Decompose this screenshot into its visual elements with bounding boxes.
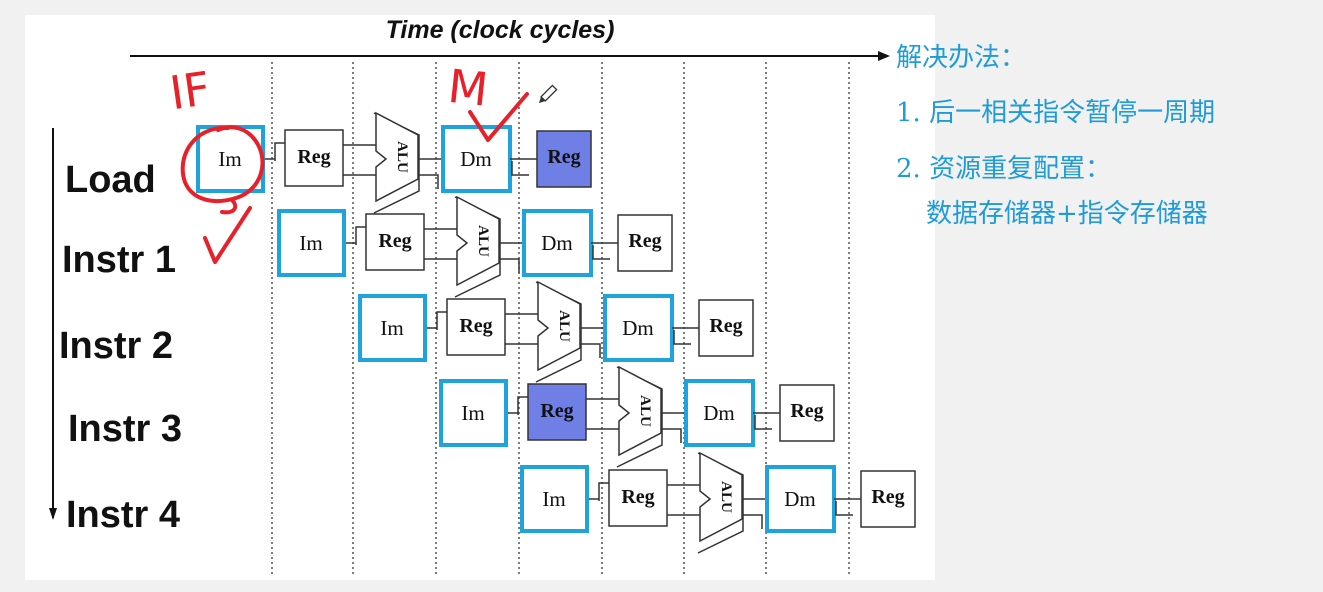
instruction-order-axis bbox=[49, 128, 57, 520]
stage-wb: Reg bbox=[672, 299, 754, 357]
red-check-dm bbox=[468, 92, 529, 142]
stage-alu-label: ALU bbox=[394, 141, 410, 173]
instruction-label-instr-4: Instr 4 bbox=[66, 494, 180, 536]
stage-alu-label: ALU bbox=[718, 481, 734, 513]
stage-dm: Dm bbox=[418, 125, 512, 193]
stage-dm-label: Dm bbox=[784, 487, 816, 511]
stage-im: Im bbox=[439, 379, 508, 447]
stage-im-label: Im bbox=[218, 147, 241, 171]
time-axis-title: Time (clock cycles) bbox=[386, 16, 615, 44]
stage-im-label: Im bbox=[299, 231, 322, 255]
instruction-order-arrowhead bbox=[49, 508, 57, 520]
stage-alu: ALU bbox=[424, 195, 501, 298]
stage-reg: Reg bbox=[346, 213, 425, 271]
stage-alu-label: ALU bbox=[637, 395, 653, 427]
pipeline-row-instr-4: Im Reg ALU Dm Reg bbox=[520, 451, 916, 554]
stage-reg-label: Reg bbox=[378, 230, 411, 252]
stage-dm-label: Dm bbox=[541, 231, 573, 255]
stage-alu-label: ALU bbox=[556, 310, 572, 342]
stage-reg-label: Reg bbox=[621, 486, 654, 508]
stage-im-label: Im bbox=[542, 487, 565, 511]
stage-wb: Reg bbox=[834, 470, 916, 528]
stage-im: Im bbox=[520, 465, 589, 533]
solution-notes: 解决办法： 1. 后一相关指令暂停一周期 2. 资源重复配置： 数据存储器+指令… bbox=[896, 43, 1215, 229]
stage-wb-label: Reg bbox=[871, 486, 904, 508]
pipeline-row-instr-1: Im Reg ALU Dm Reg bbox=[277, 195, 673, 298]
stage-reg-label: Reg bbox=[540, 400, 573, 422]
notes-heading: 解决办法： bbox=[896, 43, 1026, 73]
pipeline-row-instr-2: Im Reg ALU Dm Reg bbox=[358, 280, 754, 383]
stage-wb: Reg bbox=[753, 384, 835, 442]
stage-wb: Reg bbox=[591, 214, 673, 272]
notes-item-2: 2. 资源重复配置： bbox=[896, 154, 1111, 184]
stage-alu: ALU bbox=[586, 365, 663, 468]
stage-alu: ALU bbox=[343, 111, 420, 214]
if-handwritten-mark: IF bbox=[166, 61, 213, 120]
stage-alu: ALU bbox=[505, 280, 582, 383]
stage-im-label: Im bbox=[380, 316, 403, 340]
time-axis: Time (clock cycles) bbox=[130, 16, 890, 61]
instruction-label-instr-2: Instr 2 bbox=[59, 325, 173, 367]
stage-reg: Reg bbox=[508, 383, 587, 441]
stage-dm-label: Dm bbox=[622, 316, 654, 340]
instruction-labels: Load Instr 1 Instr 2 Instr 3 Instr 4 bbox=[59, 159, 182, 536]
stage-alu: ALU bbox=[667, 451, 744, 554]
stage-reg-label: Reg bbox=[297, 146, 330, 168]
stage-wb: Reg bbox=[510, 130, 592, 188]
stage-dm: Dm bbox=[742, 465, 836, 533]
red-check-load bbox=[203, 206, 252, 264]
stage-wb-label: Reg bbox=[547, 146, 580, 168]
stage-wb-label: Reg bbox=[709, 315, 742, 337]
stage-im: Im bbox=[277, 209, 346, 277]
stage-reg: Reg bbox=[265, 129, 344, 187]
instruction-label-load: Load bbox=[65, 159, 156, 201]
red-circle-around-im bbox=[180, 125, 265, 203]
instruction-label-instr-3: Instr 3 bbox=[68, 408, 182, 450]
notes-item-1: 1. 后一相关指令暂停一周期 bbox=[896, 98, 1215, 128]
stage-dm-label: Dm bbox=[460, 147, 492, 171]
instruction-label-instr-1: Instr 1 bbox=[62, 239, 176, 281]
stage-wb-label: Reg bbox=[628, 230, 661, 252]
stage-im: Im bbox=[358, 294, 427, 362]
stage-alu-label: ALU bbox=[475, 225, 491, 257]
pipeline-row-instr-3: Im Reg ALU Dm Reg bbox=[439, 365, 835, 468]
stage-im-label: Im bbox=[461, 401, 484, 425]
stage-reg-label: Reg bbox=[459, 315, 492, 337]
handwritten-annotations: IF M bbox=[166, 59, 558, 264]
stage-dm: Dm bbox=[580, 294, 674, 362]
mem-handwritten-mark: M bbox=[446, 59, 491, 117]
red-curl-below-circle bbox=[220, 198, 238, 215]
stage-reg: Reg bbox=[589, 469, 668, 527]
stage-reg: Reg bbox=[427, 298, 506, 356]
stage-dm-label: Dm bbox=[703, 401, 735, 425]
stage-wb-label: Reg bbox=[790, 400, 823, 422]
notes-item-3: 数据存储器+指令存储器 bbox=[926, 199, 1208, 229]
